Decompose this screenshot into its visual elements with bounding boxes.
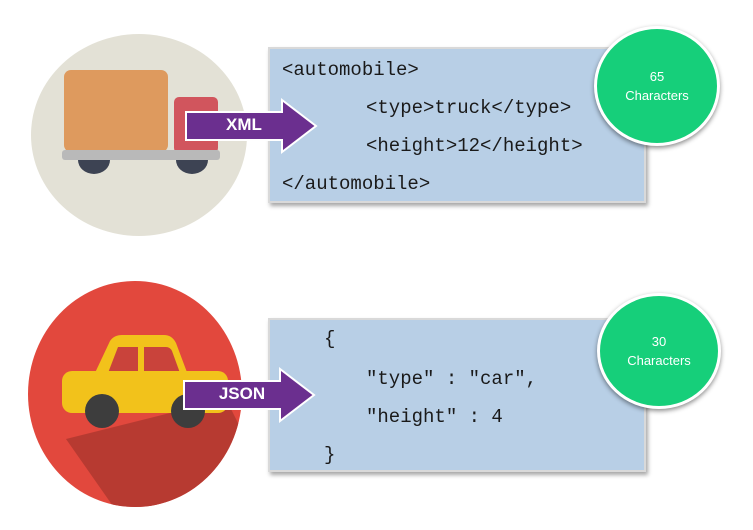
xml-code-box: <automobile> <type>truck</type> <height>… <box>268 47 646 203</box>
code-line: } <box>324 444 336 466</box>
truck-icon <box>31 34 247 236</box>
json-code-box: { "type" : "car", "height" : 4 } <box>268 318 646 472</box>
code-line: { <box>324 328 336 350</box>
code-line: <type>truck</type> <box>366 97 572 119</box>
code-line: <automobile> <box>282 59 419 81</box>
character-count: 65 <box>649 69 665 84</box>
xml-character-count-badge: 65 Characters <box>594 26 720 146</box>
character-unit: Characters <box>627 353 691 368</box>
code-line: </automobile> <box>282 173 431 195</box>
character-count: 30 <box>651 334 667 349</box>
code-line: <height>12</height> <box>366 135 583 157</box>
arrow-right-icon <box>185 98 318 154</box>
xml-arrow-label: XML <box>226 115 262 134</box>
json-example: { "type" : "car", "height" : 4 } JSON 30… <box>0 265 753 530</box>
arrow-right-icon <box>183 367 316 423</box>
xml-example: <automobile> <type>truck</type> <height>… <box>31 26 720 236</box>
json-character-count-badge: 30 Characters <box>597 293 721 409</box>
code-line: "height" : 4 <box>366 406 503 428</box>
code-line: "type" : "car", <box>366 368 538 390</box>
json-arrow-label: JSON <box>218 384 266 403</box>
character-unit: Characters <box>625 88 689 103</box>
